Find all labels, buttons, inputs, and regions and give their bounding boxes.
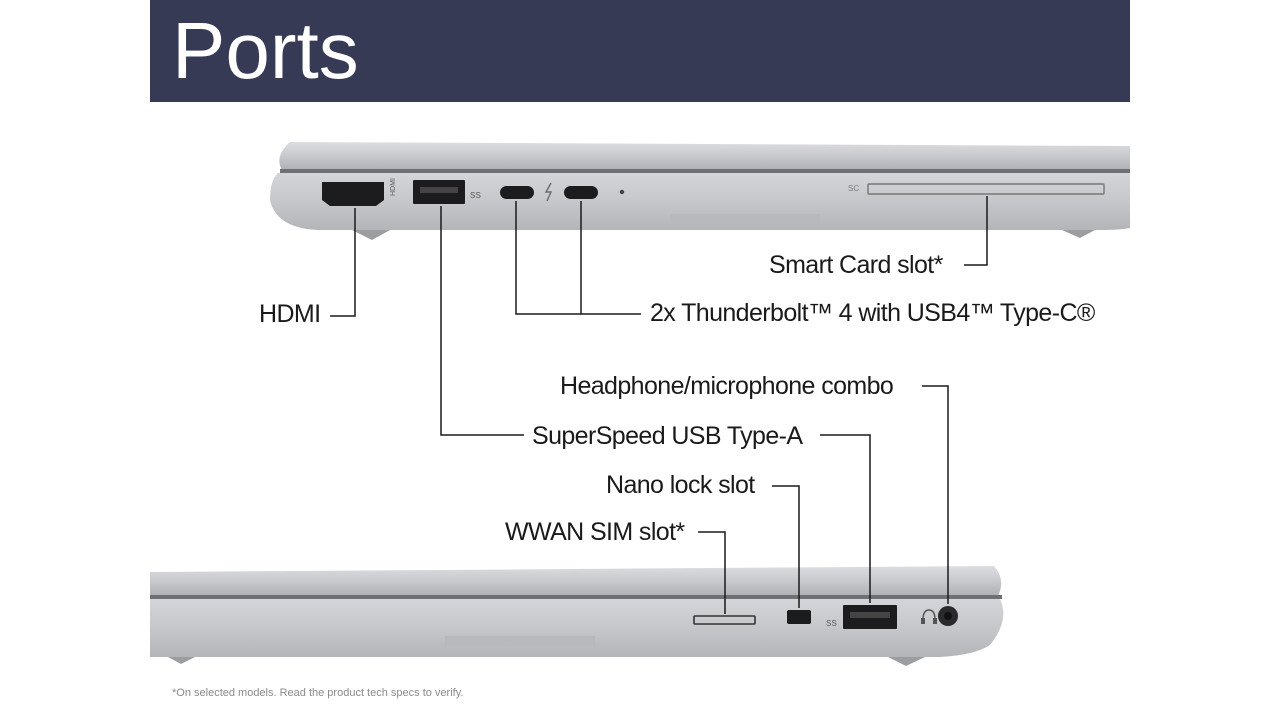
smart-card-slot	[867, 183, 1105, 195]
leader-lines	[330, 196, 988, 614]
label-hdmi: HDMI	[259, 300, 321, 328]
foot-left-1	[352, 230, 390, 240]
hdmi-port-mark: HDMI	[390, 178, 397, 196]
usb-a-tongue-left	[420, 187, 458, 193]
usb-c-port-2	[564, 186, 598, 199]
headset-icon-right-cup	[933, 618, 937, 624]
label-smart-card: Smart Card slot*	[769, 251, 943, 279]
label-nano-lock: Nano lock slot	[606, 471, 755, 499]
base-left	[270, 173, 1130, 230]
leader-nano-lock	[772, 485, 800, 608]
page-title: Ports	[172, 6, 359, 95]
leader-hdmi	[330, 208, 356, 317]
label-wwan-sim: WWAN SIM slot*	[505, 518, 685, 546]
leader-usb-a-left	[440, 206, 524, 436]
headset-icon	[922, 609, 936, 621]
label-usb-a: SuperSpeed USB Type-A	[532, 422, 803, 450]
leader-smart-card	[964, 196, 988, 266]
laptop-left-side: HDMI ss SC	[270, 142, 1130, 240]
ss-usb-icon: ss	[470, 189, 482, 201]
label-thunderbolt: 2x Thunderbolt™ 4 with USB4™ Type-C®	[650, 299, 1095, 327]
seam-right	[150, 595, 1002, 599]
headset-icon-left-cup	[921, 618, 925, 624]
seam-left	[280, 169, 1130, 173]
nano-lock-slot	[787, 610, 811, 624]
foot-right-1	[168, 657, 195, 664]
usb-a-tongue-right	[850, 612, 890, 618]
header-banner: Ports	[150, 0, 1130, 102]
status-led	[619, 189, 625, 195]
leader-usb-a-right	[820, 434, 871, 603]
laptop-right-side: ss	[150, 566, 1004, 666]
smart-card-mark: SC	[848, 184, 859, 193]
hdmi-port	[322, 182, 384, 206]
lid-left	[279, 142, 1130, 170]
label-headphone: Headphone/microphone combo	[560, 372, 894, 400]
vent-left	[670, 214, 820, 224]
foot-left-2	[1062, 230, 1095, 238]
thunderbolt-icon	[544, 182, 553, 202]
ss-usb-icon-right: ss	[826, 617, 838, 629]
vent-right	[445, 636, 595, 646]
leader-thunderbolt-1	[515, 201, 641, 315]
sim-slot	[693, 615, 756, 625]
lid-right	[150, 566, 1002, 596]
leader-headphone	[922, 385, 949, 604]
audio-jack-hole	[944, 612, 952, 620]
footnote: *On selected models. Read the product te…	[172, 687, 464, 699]
foot-right-2	[888, 657, 925, 666]
leader-wwan-sim	[698, 531, 726, 614]
usb-c-port-1	[500, 186, 534, 199]
